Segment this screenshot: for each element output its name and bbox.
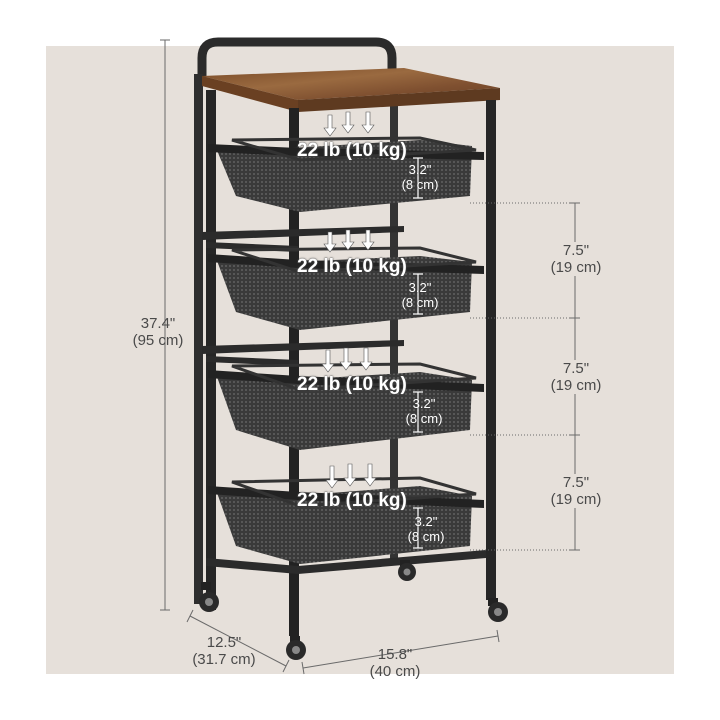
depth-dimension-label: 12.5" (31.7 cm) [176, 634, 272, 668]
basket-2-gap-metric: (8 cm) [401, 295, 439, 310]
basket-3-gap-label: 3.2" (8 cm) [400, 396, 448, 426]
load-rating-basket-3: 22 lb (10 kg) [297, 374, 407, 395]
spacing-2-imperial: 7.5" [562, 360, 590, 377]
spacing-3-imperial: 7.5" [562, 474, 590, 491]
gap-markers [413, 157, 423, 549]
spacing-3-metric: (19 cm) [550, 491, 602, 508]
width-dimension-label: 15.8" (40 cm) [350, 646, 440, 680]
handle [197, 37, 397, 85]
caster-wheels [199, 560, 508, 660]
load-arrows [321, 111, 377, 489]
depth-metric: (31.7 cm) [192, 651, 256, 668]
basket-2-gap-label: 3.2" (8 cm) [396, 280, 444, 310]
depth-imperial: 12.5" [206, 634, 242, 651]
spacing-label-1: 7.5" (19 cm) [538, 242, 614, 276]
basket-2 [208, 246, 484, 330]
width-metric: (40 cm) [369, 663, 421, 680]
basket-1-gap-label: 3.2" (8 cm) [396, 162, 444, 192]
basket-1 [208, 136, 484, 212]
load-rating-basket-1: 22 lb (10 kg) [297, 140, 407, 161]
load-rating-basket-2: 22 lb (10 kg) [297, 256, 407, 277]
basket-2-gap-imperial: 3.2" [408, 280, 432, 295]
basket-4 [208, 476, 484, 564]
front-center-post [289, 108, 299, 636]
height-metric: (95 cm) [132, 332, 184, 349]
basket-4-gap-label: 3.2" (8 cm) [402, 514, 450, 544]
spacing-1-metric: (19 cm) [550, 259, 602, 276]
basket-3-gap-metric: (8 cm) [405, 411, 443, 426]
spacing-label-3: 7.5" (19 cm) [538, 474, 614, 508]
basket-4-gap-metric: (8 cm) [407, 529, 445, 544]
basket-3-gap-imperial: 3.2" [412, 396, 436, 411]
basket-1-gap-imperial: 3.2" [408, 162, 432, 177]
spacing-label-2: 7.5" (19 cm) [538, 360, 614, 394]
back-left-post [194, 74, 203, 604]
load-rating-basket-4: 22 lb (10 kg) [297, 490, 407, 511]
spacing-2-metric: (19 cm) [550, 377, 602, 394]
front-right-post [486, 100, 496, 600]
basket-3 [208, 362, 484, 450]
height-imperial: 37.4" [140, 315, 176, 332]
width-imperial: 15.8" [377, 646, 413, 663]
spacing-1-imperial: 7.5" [562, 242, 590, 259]
wood-top [202, 68, 500, 112]
basket-4-gap-imperial: 3.2" [414, 514, 438, 529]
basket-1-gap-metric: (8 cm) [401, 177, 439, 192]
height-dimension-label: 37.4" (95 cm) [118, 315, 198, 349]
